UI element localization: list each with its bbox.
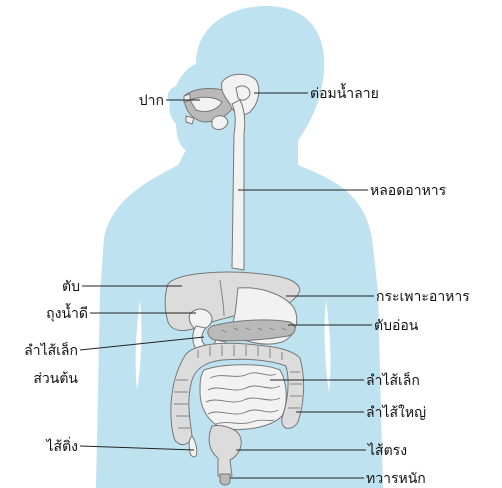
label-duodenum-line1: ลำไส้เล็ก: [24, 341, 78, 359]
label-pancreas: ตับอ่อน: [374, 318, 419, 334]
label-salivary-glands: ต่อมน้ำลาย: [310, 83, 379, 102]
label-esophagus: หลอดอาหาร: [370, 183, 447, 199]
anus-organ: [220, 474, 230, 485]
label-large-intestine: ลำไส้ใหญ่: [366, 404, 426, 421]
label-anus: ทวารหนัก: [366, 471, 426, 487]
label-small-intestine: ลำไส้เล็ก: [366, 371, 420, 389]
label-stomach: กระเพาะอาหาร: [376, 289, 470, 305]
label-liver: ตับ: [62, 279, 80, 295]
label-gallbladder: ถุงน้ำดี: [46, 303, 88, 322]
label-appendix: ไส้ติ่ง: [45, 437, 78, 455]
label-mouth: ปาก: [139, 93, 164, 109]
label-duodenum-line2: ส่วนต้น: [33, 371, 78, 387]
label-rectum: ไส้ตรง: [367, 442, 407, 459]
